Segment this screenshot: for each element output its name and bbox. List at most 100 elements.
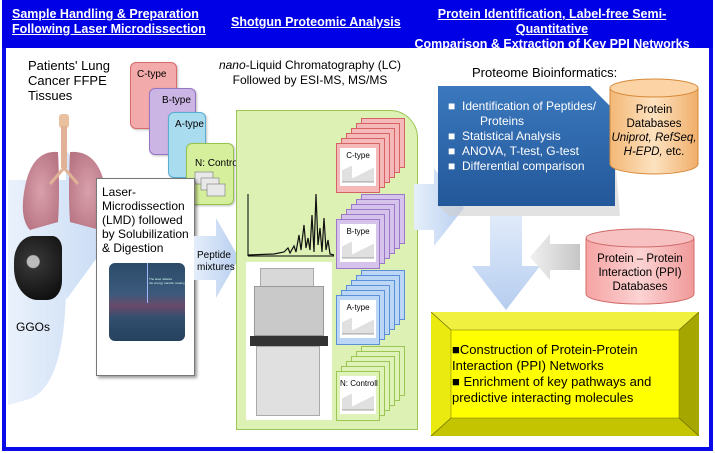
lmd-box: Laser- Microdissection (LMD) followed by… — [96, 178, 195, 376]
result-list: ■Construction of Protein-Protein Interac… — [452, 342, 651, 406]
bioinfo-item-statistical: ■ Statistical Analysis — [448, 129, 596, 144]
result-item-construction: ■Construction of Protein-Protein — [452, 342, 638, 357]
header-col-sample-handling: Sample Handling & Preparation Following … — [12, 7, 206, 37]
spectrum-label: B-type — [346, 227, 370, 236]
sample-card-n-control: N: Control — [186, 143, 240, 205]
result-item-enrichment-cont: predictive interacting molecules — [452, 390, 634, 405]
spectrum-panel: N: Controll — [340, 376, 378, 414]
spectrum-sheet: N: Controll — [336, 371, 380, 421]
ggo-label: GGOs — [16, 320, 51, 334]
lmd-text-line4: by Solubilization — [102, 227, 189, 241]
mini-spectrum-icon — [342, 166, 374, 183]
bullet-icon: ■ — [448, 129, 456, 143]
spectrum-label: C-type — [346, 151, 370, 160]
bullet-icon: ■ — [448, 159, 456, 173]
spectrum-sheet: A-type — [336, 295, 380, 345]
lmd-text-line2: Microdissection — [102, 199, 185, 213]
peptide-label-line2: mixtures — [197, 262, 235, 273]
header-col3-line1: Protein Identification, Label-free Semi-… — [437, 7, 667, 36]
spectra-stack-c-type: C-type — [336, 118, 414, 202]
lmd-image-caption-line1: The laser ablates — [149, 277, 173, 281]
bioinfo-item-differential: ■ Differential comparison — [448, 159, 596, 174]
ms-top-panel — [260, 268, 314, 288]
protein-db-hepd: H-EPD, — [623, 146, 663, 158]
ppi-database-cylinder — [585, 228, 695, 305]
spectrum-panel: A-type — [340, 300, 376, 338]
lc-to-bioinfo-arrow — [414, 168, 464, 246]
header-bar: Sample Handling & Preparation Following … — [2, 0, 713, 51]
ms-lower-body — [256, 346, 320, 416]
lmd-image-caption: The laser ablates the energy transfer co… — [149, 277, 185, 285]
sample-card-a-type-label: A-type — [175, 119, 204, 130]
tissue-label-line2: Cancer FFPE — [28, 73, 107, 88]
bioinfo-item-identification: ■Identification of Peptides/ — [448, 99, 596, 114]
protein-database-label: Protein Databases Uniprot, RefSeq, H-EPD… — [608, 103, 700, 159]
spectrum-panel: B-type — [340, 224, 376, 262]
bioinfo-item-proteins: Proteins — [480, 114, 525, 128]
ppi-database-label: Protein – Protein Interaction (PPI) Data… — [584, 252, 696, 294]
lc-title-italic: nano — [218, 58, 246, 72]
ppi-db-line2: Interaction (PPI) — [598, 267, 682, 279]
spectra-stack-a-type: A-type — [336, 270, 414, 354]
spectrum-label: N: Controll — [340, 379, 378, 388]
spectra-stack-b-type: B-type — [336, 194, 414, 278]
sample-card-n-control-label: N: Control — [195, 158, 241, 169]
lc-title: nano-Liquid Chromatography (LC) Followed… — [210, 58, 410, 88]
result-item-construction-cont: Interaction (PPI) Networks — [452, 358, 604, 373]
mass-spectrometer-image — [246, 262, 332, 420]
chromatogram-chart — [247, 193, 335, 257]
ggo-ct-image — [14, 236, 62, 300]
sample-card-c-type-label: C-type — [137, 69, 167, 80]
bullet-icon: ■ — [448, 144, 456, 158]
mini-spectrum-icon — [342, 394, 374, 411]
lc-title-line1: nano-Liquid Chromatography (LC) — [210, 58, 410, 73]
down-arrow — [472, 216, 540, 310]
protein-db-line2: Databases — [626, 118, 682, 130]
lc-subtitle: Followed by ESI-MS, MS/MS — [232, 73, 388, 87]
ms-upper-body — [254, 286, 324, 336]
lmd-description: Laser- Microdissection (LMD) followed by… — [102, 185, 189, 255]
mini-spectrum-icon — [342, 318, 374, 335]
result-item-enrichment: ■ Enrichment of key pathways and — [452, 374, 652, 389]
bioinfo-item-text: Statistical Analysis — [462, 129, 561, 143]
header-col-protein-id: Protein Identification, Label-free Semi-… — [407, 7, 697, 52]
protein-database-cylinder — [609, 78, 699, 175]
spectrum-sheet: C-type — [336, 143, 380, 193]
bioinfo-list: ■Identification of Peptides/ Proteins ■S… — [448, 99, 596, 174]
peptide-arrow — [194, 218, 239, 298]
lmd-text-line3: (LMD) followed — [102, 213, 183, 227]
bioinfo-item-text: Identification of Peptides/ — [462, 99, 597, 113]
lmd-text-line1: Laser- — [102, 185, 137, 199]
sample-card-b-type-label: B-type — [162, 95, 191, 106]
bioinfo-item-text: ANOVA, T-test, G-test — [462, 144, 579, 158]
ppi-db-arrow — [530, 234, 580, 280]
header-col-shotgun: Shotgun Proteomic Analysis — [231, 15, 401, 29]
header-col3-line2: Comparison & Extraction of Key PPI Netwo… — [414, 37, 690, 51]
spectra-stack-n-controll: N: Controll — [336, 346, 414, 430]
tissue-label-line3: Tissues — [28, 88, 73, 103]
spectrum-sheet: B-type — [336, 219, 380, 269]
ms-deck — [250, 336, 328, 346]
bioinfo-item-anova: ■ ANOVA, T-test, G-test — [448, 144, 596, 159]
ppi-db-line1: Protein – Protein — [597, 253, 683, 265]
spectrum-label: A-type — [346, 303, 370, 312]
bioinfo-item-text: Differential comparison — [462, 159, 585, 173]
protein-db-line1: Protein — [635, 104, 673, 116]
peptide-label-line1: Peptide — [197, 250, 231, 261]
protein-db-line4: H-EPD, etc. — [608, 145, 700, 159]
bioinfo-box — [438, 86, 620, 216]
laser-beam — [147, 263, 148, 303]
lc-title-rest: -Liquid Chromatography (LC) — [245, 58, 402, 72]
lmd-image-caption-line2: the energy transfer coating — [149, 281, 185, 285]
peptide-mixtures-label: Peptide mixtures — [197, 250, 235, 274]
bioinfo-title: Proteome Bioinformatics: — [472, 65, 618, 80]
tissue-label: Patients' Lung Cancer FFPE Tissues — [28, 58, 110, 103]
lmd-microscope-image: The laser ablates the energy transfer co… — [109, 263, 185, 341]
spectrum-panel: C-type — [340, 148, 376, 186]
mini-spectrum-icon — [342, 242, 374, 259]
result-box-bevel — [431, 312, 699, 436]
protein-db-etc: etc. — [662, 146, 685, 158]
lmd-text-line5: & Digestion — [102, 241, 164, 255]
ppi-db-line3: Databases — [612, 281, 668, 293]
